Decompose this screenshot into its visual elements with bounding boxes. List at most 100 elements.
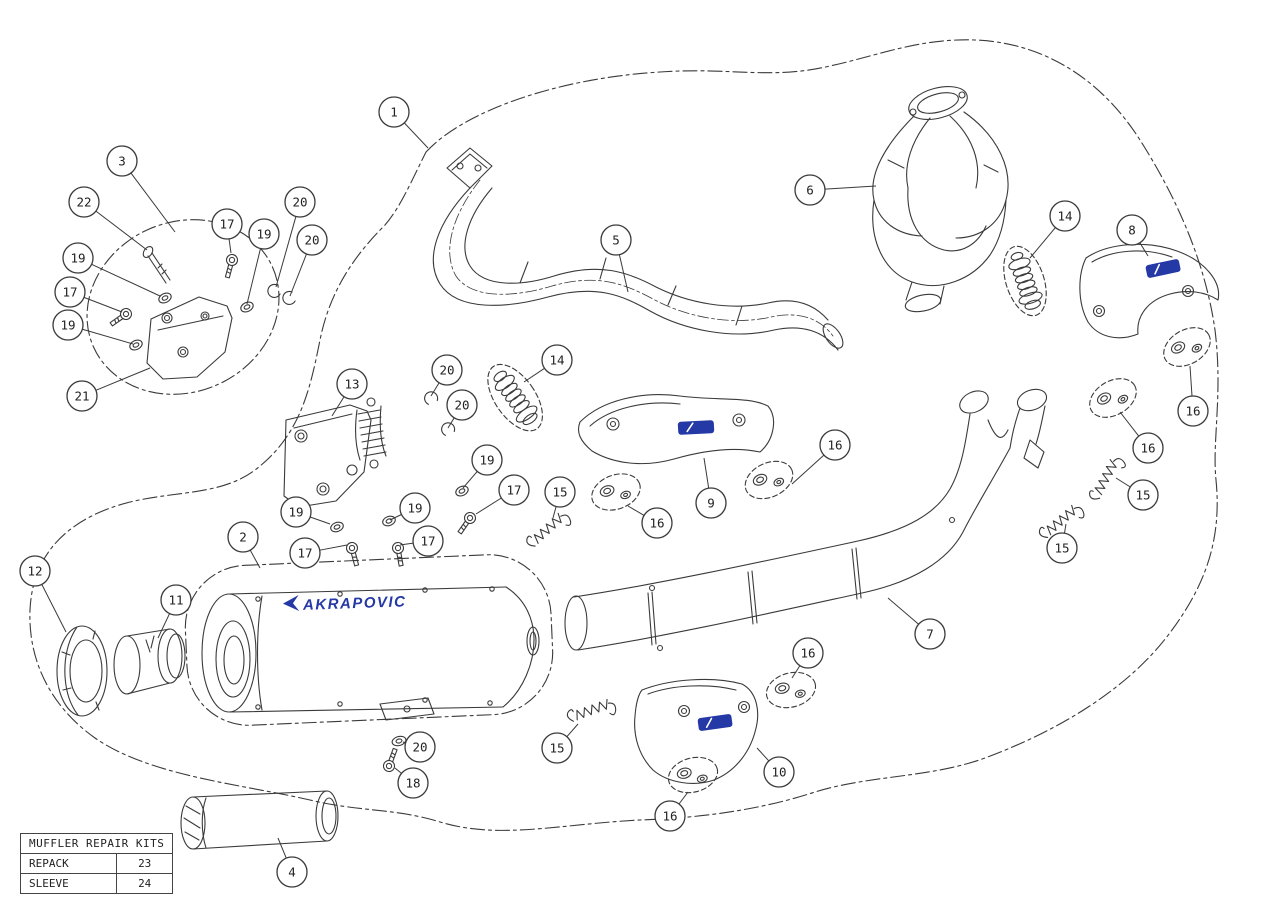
table-row: SLEEVE 24 — [19, 873, 174, 894]
callout-circle — [641, 507, 673, 539]
callout-number: 20 — [292, 195, 307, 210]
callout-19: 19 — [280, 496, 312, 528]
callout-leader-14 — [523, 367, 545, 383]
callout-circle — [431, 354, 463, 386]
kit-part-number: 24 — [116, 873, 174, 894]
callout-12: 12 — [19, 555, 51, 587]
callout-21: 21 — [66, 380, 98, 412]
spring-washer-stack-right — [1003, 245, 1047, 317]
callout-8: 8 — [1116, 214, 1148, 246]
callout-number: 17 — [297, 546, 312, 561]
washer-19 — [127, 337, 145, 353]
heat-shield-right — [1079, 243, 1220, 339]
muffler: AKRAPOVIC — [201, 586, 540, 721]
callout-circle — [541, 344, 573, 376]
callout-number: 2 — [239, 530, 247, 545]
callout-circle — [66, 380, 98, 412]
callout-leader-10 — [756, 747, 770, 762]
callout-number: 15 — [1054, 541, 1069, 556]
bracket-group-boundary — [86, 219, 280, 395]
callout-leader-15 — [552, 506, 557, 519]
callout-leader-17 — [228, 238, 232, 254]
callout-15: 15 — [541, 732, 573, 764]
callout-number: 16 — [827, 438, 842, 453]
callout-19: 19 — [52, 309, 84, 341]
callout-circle — [280, 496, 312, 528]
callout-leader-12 — [41, 584, 67, 633]
callout-leader-16 — [627, 505, 645, 516]
callout-19: 19 — [399, 492, 431, 524]
callout-circle — [289, 537, 321, 569]
callout-leader-8 — [1139, 242, 1149, 257]
callout-1: 1 — [378, 96, 410, 128]
callout-leader-2 — [249, 549, 261, 569]
callout-20: 20 — [404, 731, 436, 763]
callout-circle — [106, 145, 138, 177]
callout-17: 17 — [289, 537, 321, 569]
callout-circle — [378, 96, 410, 128]
callout-19: 19 — [248, 218, 280, 250]
callout-leader-22 — [95, 210, 148, 251]
callout-leader-17 — [475, 497, 502, 515]
callout-number: 19 — [256, 227, 271, 242]
callout-leader-17 — [83, 296, 123, 313]
callout-number: 19 — [288, 505, 303, 520]
grommet-set-16 — [1089, 378, 1137, 418]
callout-circle — [54, 276, 86, 308]
callout-16: 16 — [819, 429, 851, 461]
callout-number: 15 — [1135, 488, 1150, 503]
callout-number: 6 — [806, 183, 814, 198]
bolt-17 — [391, 541, 408, 568]
muffler-group-boundary — [184, 554, 554, 726]
spring-15 — [1087, 453, 1128, 506]
callout-circle — [1127, 479, 1159, 511]
callout-15: 15 — [1046, 532, 1078, 564]
end-cap-ring — [56, 625, 108, 717]
grommet-set-16 — [765, 671, 817, 709]
kit-part-number: 23 — [116, 853, 174, 874]
callout-number: 14 — [1057, 209, 1072, 224]
clip-20 — [280, 289, 297, 307]
callout-19: 19 — [62, 242, 94, 274]
callout-2: 2 — [227, 521, 259, 553]
spring-15 — [524, 507, 574, 555]
callout-number: 19 — [479, 453, 494, 468]
table-title: MUFFLER REPAIR KITS — [19, 833, 174, 854]
callout-leader-4 — [277, 837, 287, 859]
callout-circle — [284, 186, 316, 218]
callout-circle — [160, 584, 192, 616]
callout-circle — [600, 224, 632, 256]
callout-number: 17 — [219, 217, 234, 232]
callout-5: 5 — [600, 224, 632, 256]
table-row: REPACK 23 — [19, 853, 174, 874]
inlet-sleeve-adapter — [113, 628, 186, 695]
callout-11: 11 — [160, 584, 192, 616]
callout-leader-1 — [403, 122, 429, 149]
callout-circle — [654, 800, 686, 832]
callout-number: 14 — [549, 353, 564, 368]
callout-16: 16 — [792, 637, 824, 669]
callout-15: 15 — [544, 476, 576, 508]
callout-3: 3 — [106, 145, 138, 177]
callout-number: 15 — [549, 741, 564, 756]
grommet-set-16 — [591, 473, 641, 511]
callout-leader-lines — [41, 122, 1193, 859]
callout-20: 20 — [284, 186, 316, 218]
grommet-set-16 — [667, 756, 719, 794]
clip-20 — [439, 420, 457, 437]
callout-number: 5 — [612, 233, 620, 248]
heat-shield-lower — [634, 678, 759, 784]
callout-20: 20 — [446, 389, 478, 421]
callout-7: 7 — [914, 618, 946, 650]
washer-19 — [380, 513, 398, 529]
callout-number: 19 — [407, 501, 422, 516]
callout-4: 4 — [276, 856, 308, 888]
callout-circle — [211, 208, 243, 240]
callout-circle — [336, 368, 368, 400]
callout-leader-14 — [1029, 227, 1056, 259]
callout-number: 20 — [439, 363, 454, 378]
callout-number: 20 — [454, 398, 469, 413]
